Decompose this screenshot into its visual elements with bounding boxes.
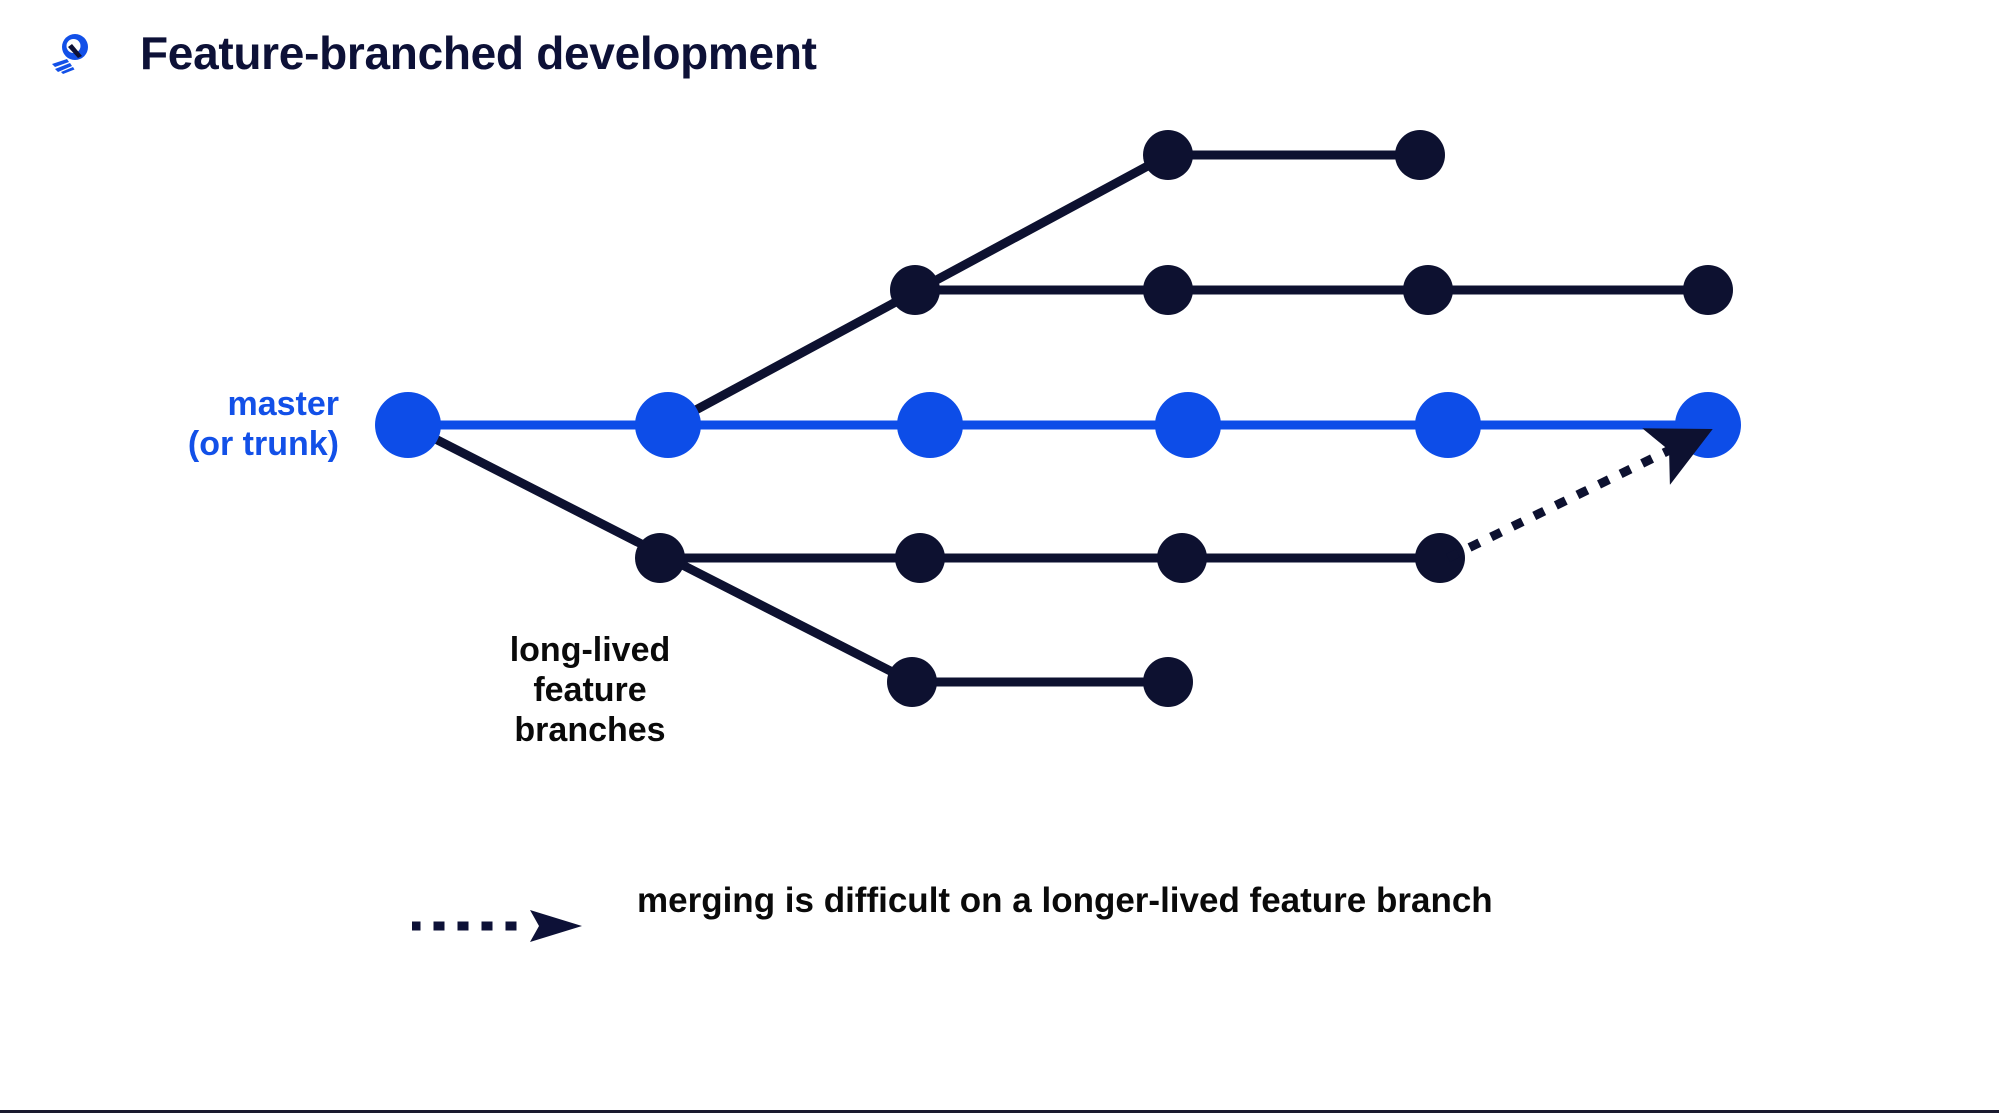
rocket-icon <box>48 30 92 74</box>
master-commit-node[interactable] <box>1155 392 1221 458</box>
lane-master <box>375 392 1741 458</box>
commit-node[interactable] <box>887 657 937 707</box>
long-lived-branches-label: long-lived feature branches <box>509 631 671 750</box>
commit-node[interactable] <box>1143 657 1193 707</box>
commit-node[interactable] <box>1403 265 1453 315</box>
branch-edges <box>405 151 1171 687</box>
lane-feature-branch-upper <box>890 265 1733 315</box>
commit-node[interactable] <box>635 533 685 583</box>
lane-feature-branch-lower <box>635 533 1465 583</box>
commit-node[interactable] <box>1143 130 1193 180</box>
bottom-divider <box>0 1110 1999 1113</box>
legend: merging is difficult on a longer-lived f… <box>412 880 1712 1000</box>
merge-arrow <box>1445 428 1713 563</box>
commit-node[interactable] <box>1157 533 1207 583</box>
dotted-arrow-icon <box>412 910 582 942</box>
slide-header: Feature-branched development <box>0 0 1999 110</box>
page-title: Feature-branched development <box>140 27 817 79</box>
master-commit-node[interactable] <box>897 392 963 458</box>
commit-node[interactable] <box>1415 533 1465 583</box>
legend-text: merging is difficult on a longer-lived f… <box>637 881 1493 920</box>
lane-feature-branch-bottom <box>887 657 1193 707</box>
commit-node[interactable] <box>1395 130 1445 180</box>
lane-feature-branch-top <box>1143 130 1445 180</box>
master-commit-node[interactable] <box>635 392 701 458</box>
master-commit-node[interactable] <box>1415 392 1481 458</box>
master-commit-node[interactable] <box>375 392 441 458</box>
commit-node[interactable] <box>895 533 945 583</box>
commit-node[interactable] <box>1143 265 1193 315</box>
commit-node[interactable] <box>890 265 940 315</box>
commit-node[interactable] <box>1683 265 1733 315</box>
master-branch-label: master (or trunk) <box>187 385 339 464</box>
master-commit-node[interactable] <box>1675 392 1741 458</box>
